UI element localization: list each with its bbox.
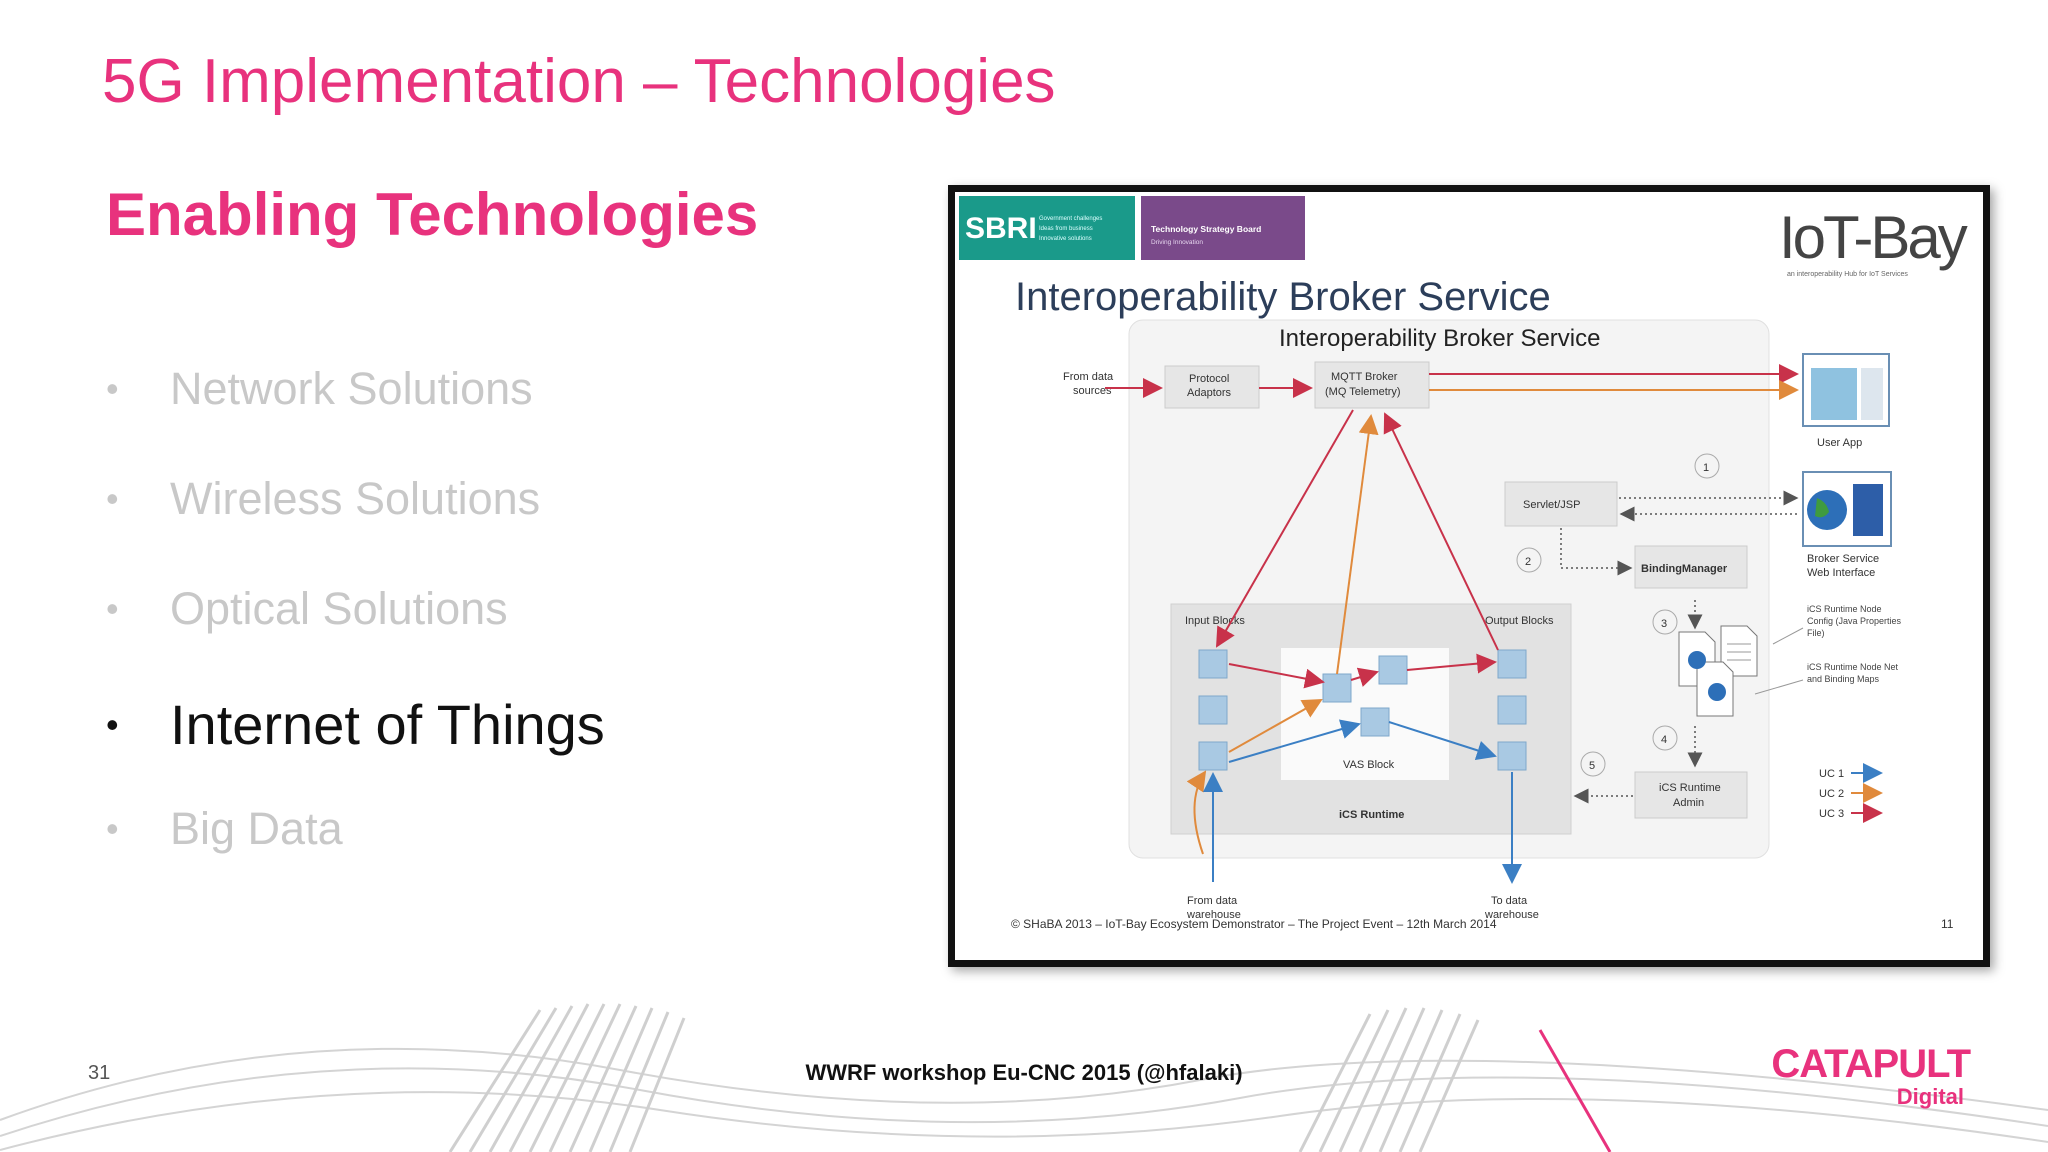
label-user-app: User App xyxy=(1817,437,1862,449)
label-output-blocks: Output Blocks xyxy=(1485,615,1554,627)
step-1: 1 xyxy=(1703,462,1709,474)
sbri-logo-text: SBRI xyxy=(965,212,1037,245)
label-broker-web: Web Interface xyxy=(1807,567,1875,579)
logo-line-2: Digital xyxy=(1896,1084,1964,1109)
label-servlet: Servlet/JSP xyxy=(1523,499,1580,511)
tsb-logo: Technology Strategy Board Driving Innova… xyxy=(1141,196,1305,260)
bullet-marker: • xyxy=(106,704,119,745)
label-node-config: File) xyxy=(1807,628,1825,638)
leader-line xyxy=(1754,679,1804,695)
label-node-config: iCS Runtime Node xyxy=(1807,604,1882,614)
protocol-adaptors-box xyxy=(1164,365,1260,409)
label-ics-admin: iCS Runtime xyxy=(1659,782,1721,794)
iot-bay-logo: IoT-Bay an interoperability Hub for IoT … xyxy=(1779,204,1971,278)
web-interface-icon xyxy=(1802,471,1892,547)
slide-subtitle: Enabling Technologies xyxy=(106,181,759,248)
label-node-net: and Binding Maps xyxy=(1807,674,1880,684)
label-protocol: Protocol xyxy=(1189,373,1229,385)
bullet-marker: • xyxy=(106,808,119,849)
label-ics-admin: Admin xyxy=(1673,797,1704,809)
figure-copyright: © SHaBA 2013 – IoT-Bay Ecosystem Demonst… xyxy=(1011,917,1497,931)
label-from-warehouse: warehouse xyxy=(1186,909,1241,921)
uc2-flow xyxy=(1186,380,1799,855)
label-node-config: Config (Java Properties xyxy=(1807,616,1902,626)
bullet-text: Internet of Things xyxy=(170,693,605,756)
bullet-marker: • xyxy=(106,588,119,629)
step-3: 3 xyxy=(1661,618,1667,630)
ics-admin-box xyxy=(1634,771,1748,819)
bullet-marker: • xyxy=(106,478,119,519)
sbri-tag-1: Government challenges xyxy=(1039,216,1102,222)
label-to-warehouse: To data xyxy=(1491,895,1528,907)
sbri-tag-3: Innovative solutions xyxy=(1039,236,1092,242)
architecture-figure: SBRI Government challenges Ideas from bu… xyxy=(948,185,1990,967)
leader-line xyxy=(1772,627,1804,645)
figure-heading: Interoperability Broker Service xyxy=(1015,275,1551,319)
mqtt-broker-box xyxy=(1314,361,1430,409)
label-from-data-sources: From data xyxy=(1063,371,1114,383)
label-binding-manager: BindingManager xyxy=(1641,563,1728,575)
legend-uc1: UC 1 xyxy=(1819,768,1844,780)
page-number: 31 xyxy=(88,1062,111,1084)
net-document-icon xyxy=(1678,631,1734,717)
bullet-text: Network Solutions xyxy=(170,363,533,414)
runtime-blocks xyxy=(1198,649,1527,771)
label-vas-block: VAS Block xyxy=(1343,759,1395,771)
label-ics-runtime: iCS Runtime xyxy=(1339,809,1404,821)
tsb-logo-tag: Driving Innovation xyxy=(1151,239,1203,246)
step-markers: 1 2 3 4 5 xyxy=(1516,453,1720,777)
bullet-marker: • xyxy=(106,368,119,409)
bullet-text: Wireless Solutions xyxy=(170,473,541,524)
legend-uc2: UC 2 xyxy=(1819,788,1844,800)
box-title: Interoperability Broker Service xyxy=(1279,325,1600,352)
bullet-text: Big Data xyxy=(170,803,343,854)
step-4: 4 xyxy=(1661,734,1667,746)
footer-text: WWRF workshop Eu-CNC 2015 (@hfalaki) xyxy=(805,1060,1243,1085)
logo-line-1: CATAPULT xyxy=(1771,1042,1971,1086)
slide-title: 5G Implementation – Technologies xyxy=(102,47,1056,116)
label-input-blocks: Input Blocks xyxy=(1185,615,1245,627)
iot-bay-tagline: an interoperability Hub for IoT Services xyxy=(1787,271,1908,278)
tsb-logo-text: Technology Strategy Board xyxy=(1151,224,1261,234)
label-broker-web: Broker Service xyxy=(1807,553,1879,565)
binding-manager-box xyxy=(1634,545,1748,589)
user-app-icon xyxy=(1802,353,1890,427)
label-mq-telemetry: (MQ Telemetry) xyxy=(1325,386,1401,398)
step-2: 2 xyxy=(1525,556,1531,568)
legend: UC 1 UC 2 UC 3 xyxy=(1819,763,1883,823)
servlet-box xyxy=(1504,481,1618,527)
uc1-flow xyxy=(1203,719,1522,884)
label-to-warehouse: warehouse xyxy=(1484,909,1539,921)
uc3-flow xyxy=(1105,364,1799,689)
broker-diagram: SBRI Government challenges Ideas from bu… xyxy=(959,196,1971,931)
label-from-data-sources: sources xyxy=(1073,385,1112,397)
figure-page: 11 xyxy=(1941,917,1954,931)
sbri-logo: SBRI Government challenges Ideas from bu… xyxy=(959,196,1135,260)
label-adaptors: Adaptors xyxy=(1187,387,1232,399)
label-mqtt: MQTT Broker xyxy=(1331,371,1398,383)
legend-uc3: UC 3 xyxy=(1819,808,1844,820)
catapult-logo: CATAPULT Digital xyxy=(1771,1042,1971,1112)
iot-bay-logo-text: IoT-Bay xyxy=(1779,204,1968,271)
sbri-tag-2: Ideas from business xyxy=(1039,226,1093,232)
control-flow xyxy=(1560,490,1799,804)
label-from-warehouse: From data xyxy=(1187,895,1238,907)
label-node-net: iCS Runtime Node Net xyxy=(1807,662,1899,672)
step-5: 5 xyxy=(1589,760,1595,772)
bullet-text: Optical Solutions xyxy=(170,583,508,634)
background-wave xyxy=(0,1003,2048,1152)
